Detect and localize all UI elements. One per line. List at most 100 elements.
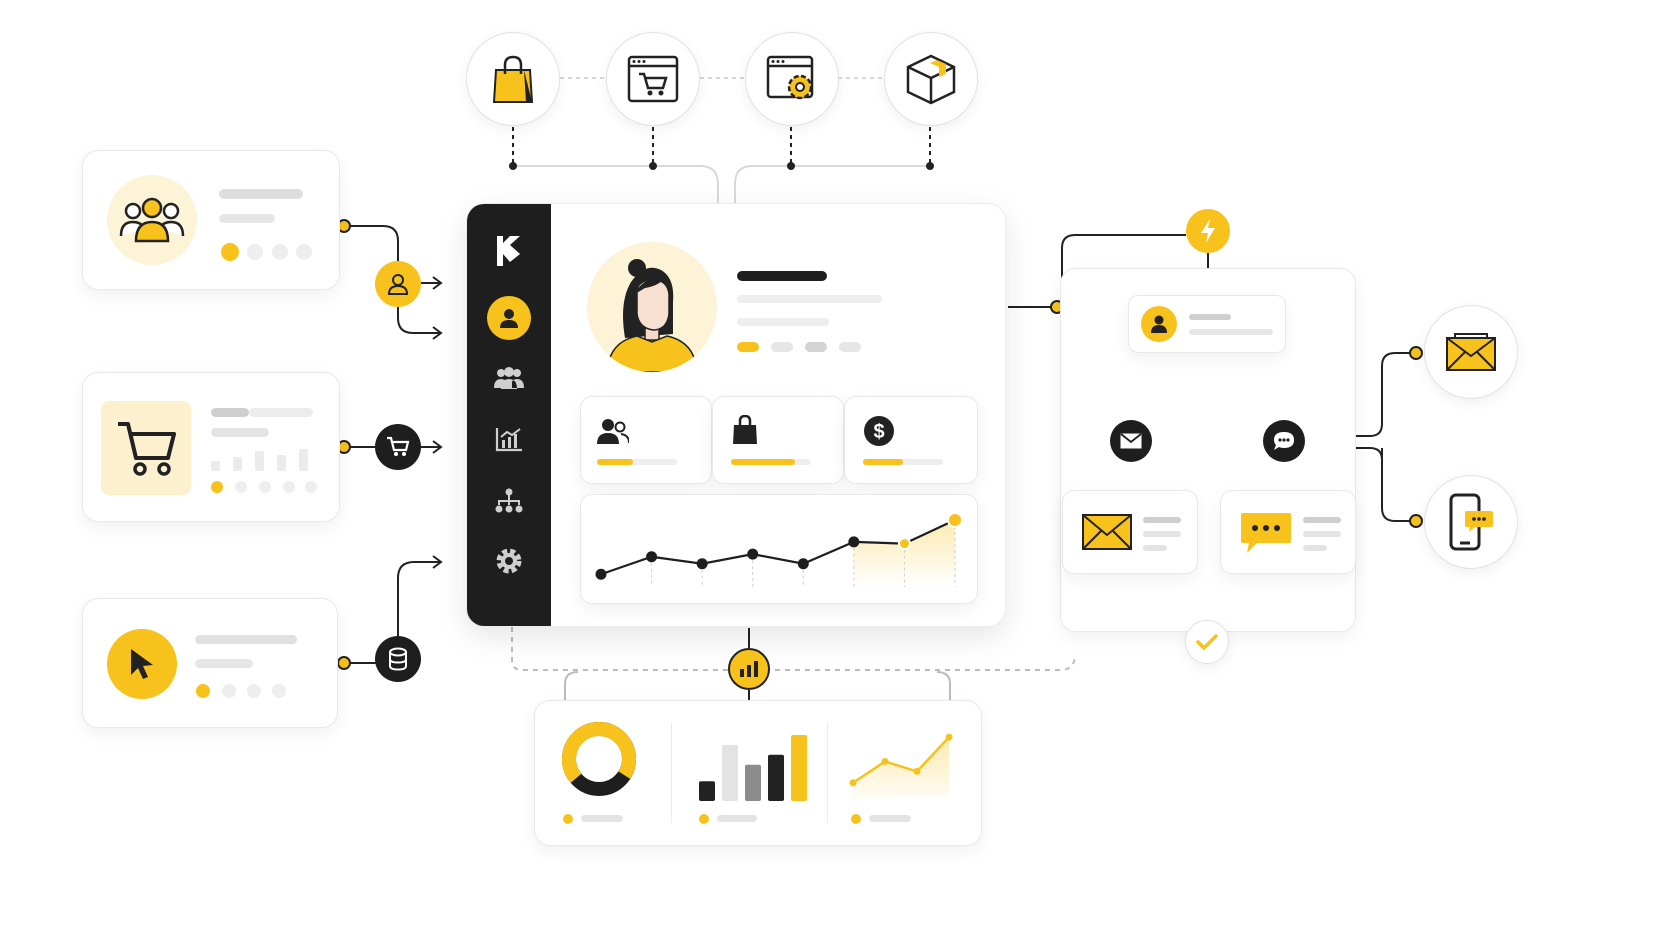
cart-connector-node[interactable] <box>375 424 421 470</box>
page-dot[interactable] <box>272 684 286 698</box>
mini-line-point <box>945 733 953 741</box>
envelope-icon <box>1081 513 1133 551</box>
stat-card-revenue[interactable]: $ <box>844 396 978 484</box>
profile-status-active[interactable] <box>737 342 759 352</box>
user-connector-node[interactable] <box>375 261 421 307</box>
donut-chart <box>562 722 636 796</box>
chat-branch-node[interactable] <box>1263 420 1305 462</box>
chart-point <box>696 558 708 570</box>
top-service-webcart[interactable] <box>606 32 700 126</box>
action-line-placeholder <box>1143 545 1167 551</box>
page-dot-active[interactable] <box>196 684 210 698</box>
mini-bar <box>699 781 715 801</box>
package-box-icon <box>904 52 958 106</box>
chart-point <box>897 537 911 551</box>
profile-line-placeholder <box>737 295 882 303</box>
mini-line-point <box>913 767 921 775</box>
chat-icon <box>1272 430 1296 452</box>
top-service-package[interactable] <box>884 32 978 126</box>
page-dot[interactable] <box>247 684 261 698</box>
users-card[interactable] <box>82 150 340 290</box>
svg-text:$: $ <box>873 421 884 443</box>
progress-fill <box>597 459 633 465</box>
cursor-pointer-icon <box>127 647 157 681</box>
sidebar-item-profile[interactable] <box>467 296 551 340</box>
users-icon <box>597 417 629 445</box>
dollar-icon: $ <box>863 415 895 447</box>
page-dot[interactable] <box>259 481 271 493</box>
step-title-placeholder <box>1189 314 1231 320</box>
chart-point <box>797 558 809 570</box>
page-dot[interactable] <box>272 244 288 260</box>
user-profile-icon <box>487 296 531 340</box>
mobile-channel[interactable] <box>1424 475 1518 569</box>
action-line-placeholder <box>1143 517 1181 523</box>
email-icon <box>1445 332 1497 372</box>
profile-status[interactable] <box>839 342 861 352</box>
chart-point <box>747 548 759 560</box>
chart-point <box>947 512 963 528</box>
subtitle-placeholder <box>219 214 275 223</box>
action-line-placeholder <box>1303 545 1327 551</box>
message-action-card[interactable] <box>1220 490 1356 574</box>
cart-icon-tile <box>101 401 191 495</box>
mini-bar <box>722 744 738 801</box>
progress-fill <box>863 459 903 465</box>
mail-icon <box>1120 433 1142 449</box>
profile-status[interactable] <box>771 342 793 352</box>
progress-track <box>863 459 943 465</box>
legend-placeholder <box>717 815 757 822</box>
stat-card-orders[interactable] <box>712 396 844 484</box>
message-bubble-icon <box>1239 511 1293 555</box>
mini-bar-chart <box>699 735 807 801</box>
web-cart-icon <box>626 54 680 104</box>
web-settings-icon <box>765 54 819 104</box>
sidebar-item-team[interactable] <box>467 366 551 390</box>
page-dot[interactable] <box>222 684 236 698</box>
mini-bar <box>791 735 807 801</box>
database-connector-node[interactable] <box>375 636 421 682</box>
trigger-node[interactable] <box>1186 209 1230 253</box>
progress-fill <box>731 459 795 465</box>
cart-card[interactable] <box>82 372 340 522</box>
sidebar-item-settings[interactable] <box>467 546 551 576</box>
page-dot[interactable] <box>247 244 263 260</box>
sidebar-item-hierarchy[interactable] <box>467 488 551 514</box>
email-channel[interactable] <box>1424 305 1518 399</box>
user-step-icon-tile <box>1141 306 1177 342</box>
legend-placeholder <box>581 815 623 822</box>
workflow-user-step[interactable] <box>1128 295 1286 353</box>
profile-status[interactable] <box>805 342 827 352</box>
page-dot-active[interactable] <box>211 481 223 493</box>
cursor-card[interactable] <box>82 598 338 728</box>
confirm-node[interactable] <box>1185 620 1229 664</box>
action-line-placeholder <box>1303 531 1341 537</box>
users-icon-tile <box>107 175 197 265</box>
avatar <box>587 242 717 372</box>
lightning-icon <box>1199 218 1217 244</box>
top-service-bag[interactable] <box>466 32 560 126</box>
mini-line-series <box>852 736 950 784</box>
gear-icon <box>494 546 524 576</box>
action-line-placeholder <box>1143 531 1181 537</box>
profile-line-placeholder <box>737 318 829 326</box>
mail-branch-node[interactable] <box>1110 420 1152 462</box>
top-service-websettings[interactable] <box>745 32 839 126</box>
panel-divider <box>827 723 828 823</box>
subtitle-placeholder <box>195 659 253 668</box>
action-line-placeholder <box>1303 517 1341 523</box>
email-action-card[interactable] <box>1062 490 1198 574</box>
page-dot[interactable] <box>296 244 312 260</box>
sidebar-item-analytics[interactable] <box>467 426 551 452</box>
main-line-chart-card <box>580 494 978 604</box>
page-dot[interactable] <box>283 481 295 493</box>
chart-point <box>646 551 658 563</box>
analytics-hub-node[interactable] <box>728 648 770 690</box>
shopping-bag-icon <box>486 52 540 106</box>
stat-card-users[interactable] <box>580 396 712 484</box>
page-dot[interactable] <box>235 481 247 493</box>
page-dot[interactable] <box>305 481 317 493</box>
sidebar-logo[interactable] <box>467 234 551 268</box>
page-dot-active[interactable] <box>221 243 239 261</box>
chart-point <box>595 568 607 580</box>
